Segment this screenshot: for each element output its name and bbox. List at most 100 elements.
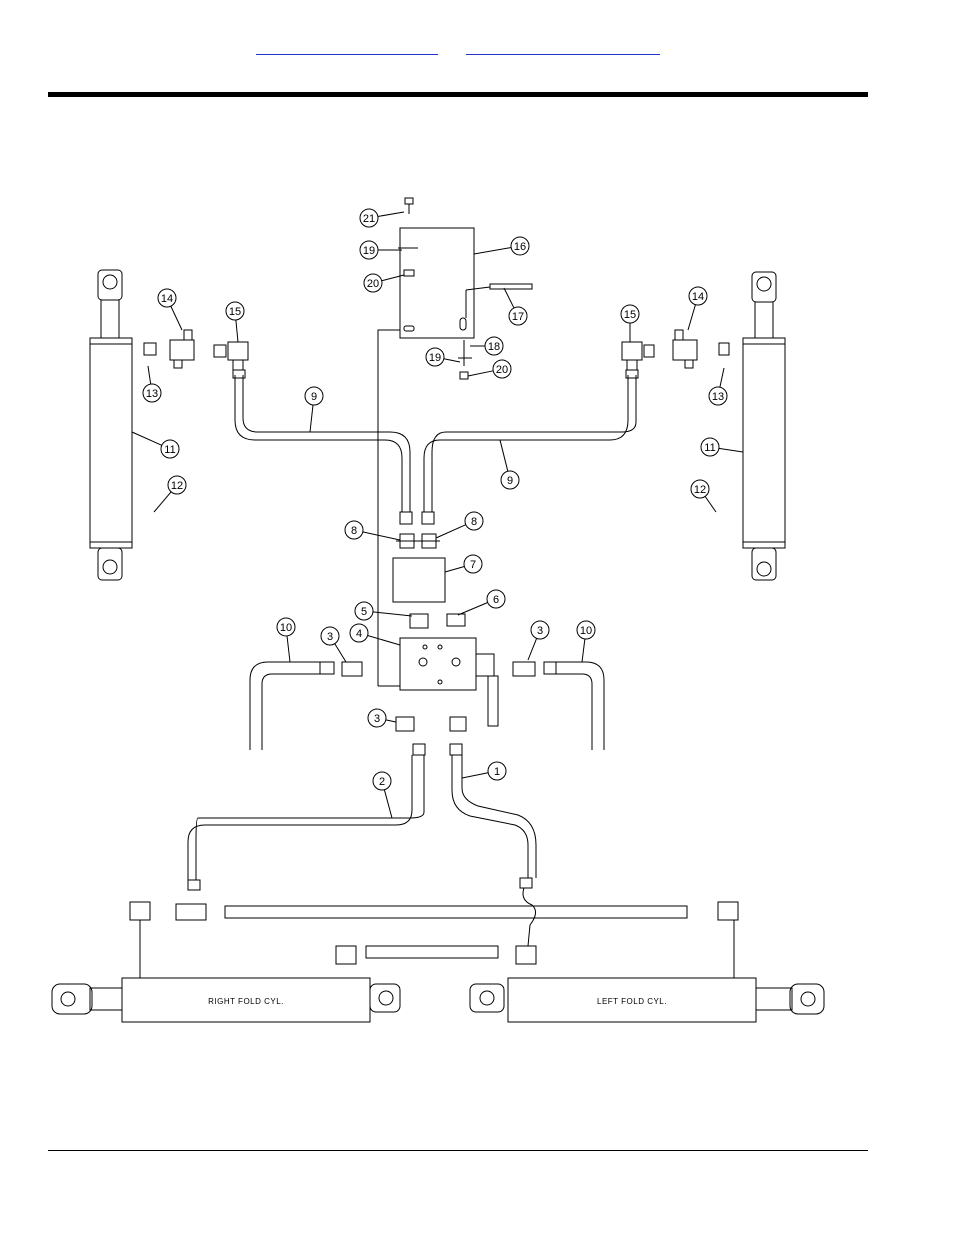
header-rule <box>48 92 868 97</box>
right-fold-cylinder <box>51 977 401 1023</box>
callout-19: 19 <box>425 347 461 367</box>
callout-21: 21 <box>359 208 405 228</box>
callout-balloon <box>367 708 387 728</box>
callout-number: 11 <box>164 444 175 456</box>
right-lift-cylinder <box>742 271 786 581</box>
callout-balloon <box>484 336 504 356</box>
callout-leader <box>499 439 509 472</box>
callout-14: 14 <box>157 288 183 331</box>
callout-number: 10 <box>580 625 592 637</box>
header-link-2[interactable] <box>466 40 660 55</box>
callout-9: 9 <box>304 386 324 433</box>
callout-leader <box>704 496 717 513</box>
callout-balloon <box>225 301 245 321</box>
callout-17: 17 <box>503 287 528 326</box>
callout-balloon <box>708 386 728 406</box>
elbow-fitting-left <box>213 341 249 371</box>
callout-14: 14 <box>687 286 708 331</box>
callout-balloon <box>142 383 162 403</box>
callout-balloon <box>576 620 596 640</box>
callout-leader <box>457 602 488 616</box>
callout-8: 8 <box>344 520 401 541</box>
callout-3: 3 <box>527 620 550 661</box>
callout-balloon <box>157 288 177 308</box>
callout-balloon <box>508 306 528 326</box>
restrictor-valve-right <box>672 329 730 369</box>
callout-number: 7 <box>470 559 476 571</box>
callout-leader <box>503 287 515 309</box>
callout-4: 4 <box>349 623 401 646</box>
callout-10: 10 <box>576 620 596 663</box>
callout-balloon <box>344 520 364 540</box>
callout-balloon <box>464 511 484 531</box>
callout-number: 20 <box>367 278 379 290</box>
callout-number: 15 <box>229 306 241 318</box>
callout-number: 10 <box>280 622 292 634</box>
callout-number: 14 <box>692 291 704 303</box>
callout-leader <box>687 304 696 331</box>
hose-9-right <box>423 375 629 512</box>
callout-number: 17 <box>512 311 524 323</box>
callout-1: 1 <box>461 761 507 781</box>
callout-balloon <box>304 386 324 406</box>
callout-16: 16 <box>473 236 530 256</box>
callout-balloon <box>354 601 374 621</box>
callout-20: 20 <box>363 273 405 293</box>
callout-leader <box>385 719 397 723</box>
callout-balloon <box>349 623 369 643</box>
callout-6: 6 <box>457 589 506 616</box>
manifold-block <box>392 557 446 603</box>
callout-leader <box>473 247 512 255</box>
footer-rule <box>48 1150 868 1151</box>
callout-number: 13 <box>712 391 724 403</box>
callout-balloon <box>425 347 445 367</box>
hose-9-left <box>234 375 403 512</box>
callout-leader <box>334 643 347 663</box>
callout-balloon <box>530 620 550 640</box>
callout-2: 2 <box>372 771 393 819</box>
callout-leader <box>467 370 494 377</box>
callout-leader <box>435 524 466 539</box>
hose-2 <box>187 755 413 880</box>
callout-balloon <box>160 439 180 459</box>
callout-number: 15 <box>624 309 636 321</box>
callout-balloon <box>487 761 507 781</box>
callout-number: 3 <box>537 625 543 637</box>
callout-balloon <box>492 359 512 379</box>
callout-leader <box>147 365 152 385</box>
right-fold-cylinder-label: RIGHT FOLD CYL. <box>208 997 284 1006</box>
callout-balloon <box>690 479 710 499</box>
callout-balloon <box>276 617 296 637</box>
callout-balloon <box>700 437 720 457</box>
header-link-1[interactable] <box>256 40 438 55</box>
hose-10-left <box>249 661 320 750</box>
callout-8: 8 <box>435 511 484 539</box>
callout-18: 18 <box>470 336 504 356</box>
callout-3: 3 <box>320 626 347 663</box>
callout-leader <box>377 211 405 217</box>
callout-11: 11 <box>700 437 744 457</box>
callout-11: 11 <box>131 431 180 459</box>
callout-7: 7 <box>444 554 483 574</box>
callout-number: 3 <box>327 631 333 643</box>
callout-13: 13 <box>708 367 728 406</box>
callout-number: 13 <box>146 388 158 400</box>
callout-leader <box>286 635 291 663</box>
elbow-fitting-right <box>621 341 655 371</box>
callout-9: 9 <box>499 439 520 490</box>
callout-leader <box>153 491 172 513</box>
mount-bracket <box>377 197 533 686</box>
callout-balloon <box>620 304 640 324</box>
callout-number: 19 <box>363 245 375 257</box>
callout-number: 8 <box>471 516 477 528</box>
callout-balloon <box>359 240 379 260</box>
callout-number: 11 <box>704 442 715 454</box>
callout-20: 20 <box>467 359 512 379</box>
callout-leader <box>718 447 744 453</box>
callout-balloon <box>510 236 530 256</box>
callout-balloon <box>359 208 379 228</box>
callout-leader <box>131 431 162 446</box>
callout-leader <box>527 638 538 661</box>
hose-1 <box>451 755 529 878</box>
